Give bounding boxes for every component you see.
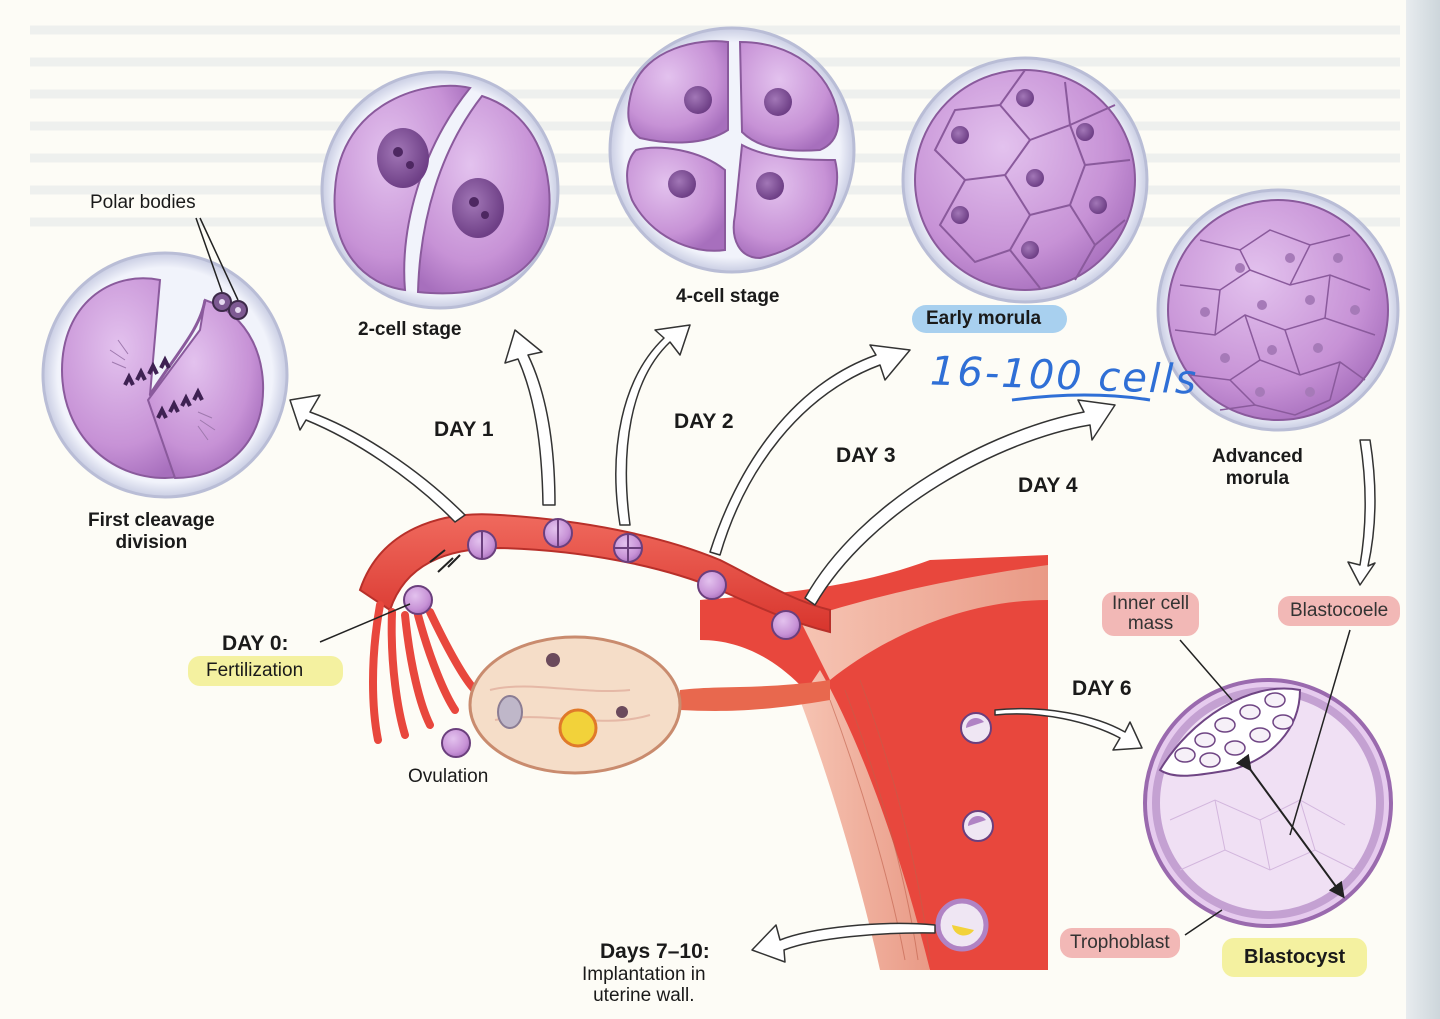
tube-embryos	[403, 518, 994, 952]
label-day-1: DAY 1	[434, 418, 494, 441]
blastocyst-cell	[1143, 678, 1393, 928]
label-first-cleavage: First cleavage division	[88, 510, 215, 553]
label-day-6: DAY 6	[1072, 677, 1132, 700]
label-blastocyst: Blastocyst	[1222, 938, 1368, 977]
early-morula-cell	[901, 56, 1149, 304]
label-four-cell-stage: 4-cell stage	[676, 286, 780, 307]
label-days-7-10: Days 7–10:	[600, 940, 710, 963]
label-polar-bodies: Polar bodies	[90, 192, 196, 213]
ovary	[468, 635, 682, 775]
stage-arrows	[289, 324, 1376, 963]
label-two-cell-stage: 2-cell stage	[358, 319, 462, 340]
label-trophoblast: Trophoblast	[1060, 928, 1180, 958]
label-day-3: DAY 3	[836, 444, 896, 467]
handwritten-note: 16-100 cells	[929, 348, 1199, 404]
label-implantation: Implantation in uterine wall.	[582, 964, 706, 1006]
label-early-morula: Early morula	[912, 305, 1068, 333]
label-day-0: DAY 0:	[222, 632, 289, 655]
handwritten-underline	[1011, 393, 1151, 402]
uterus	[700, 555, 1048, 970]
label-fertilization: Fertilization	[188, 656, 344, 686]
polar-bodies	[195, 217, 248, 320]
four-cell-stage-cell	[608, 26, 856, 274]
label-day-2: DAY 2	[674, 410, 734, 433]
first-cleavage-cell	[41, 251, 289, 499]
leader-lines	[319, 603, 1351, 936]
label-day-4: DAY 4	[1018, 474, 1078, 497]
label-blastocoele: Blastocoele	[1278, 596, 1401, 626]
label-inner-cell-mass: Inner cell mass	[1102, 592, 1200, 636]
page-edge	[1406, 0, 1440, 1019]
label-advanced-morula: Advanced morula	[1212, 446, 1303, 489]
two-cell-stage-cell	[320, 70, 560, 310]
advanced-morula-cell	[1156, 188, 1400, 432]
label-ovulation: Ovulation	[408, 766, 489, 787]
